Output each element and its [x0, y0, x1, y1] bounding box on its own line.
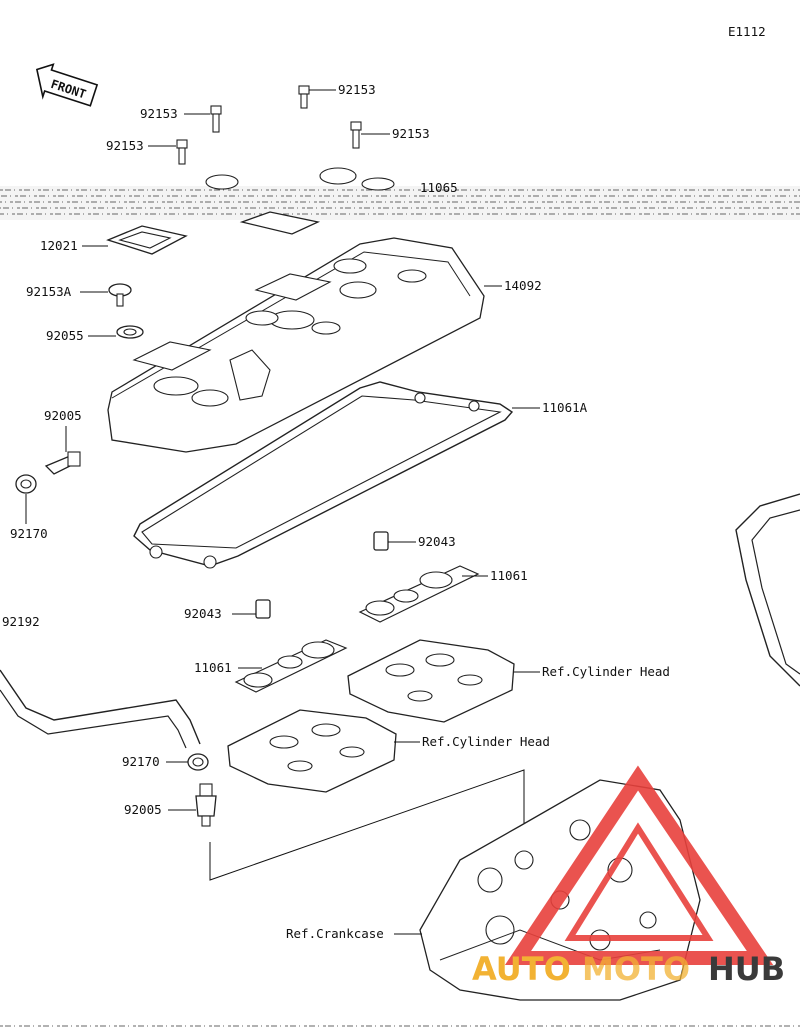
- fitting-92005-bottom-icon: [195, 783, 217, 827]
- cylinder-head-left: [227, 709, 397, 793]
- front-arrow-icon: FRONT: [35, 63, 99, 107]
- label-92170-bottom: 92170: [122, 754, 160, 769]
- label-12021: 12021: [40, 238, 78, 253]
- assembly-bracket-line: [209, 769, 525, 881]
- label-92153-a: 92153: [140, 106, 178, 121]
- watermark-logo: [504, 765, 774, 965]
- clamp-92170-top-icon: [15, 474, 37, 494]
- hose-right-edge: [735, 493, 800, 687]
- watermark-part2: MOTO: [582, 950, 690, 988]
- label-92043-right: 92043: [418, 534, 456, 549]
- label-11061a: 11061A: [542, 400, 588, 415]
- label-92153a: 92153A: [26, 284, 72, 299]
- bolt-92153a-icon: [108, 283, 132, 307]
- label-92192: 92192: [2, 614, 40, 629]
- label-92153-d: 92153: [392, 126, 430, 141]
- watermark-text: AUTO MOTO HUB: [472, 950, 785, 988]
- label-11061-right: 11061: [490, 568, 528, 583]
- label-ref-crankcase: Ref.Crankcase: [286, 926, 384, 941]
- label-14092: 14092: [504, 278, 542, 293]
- scan-noise-band: [0, 186, 800, 220]
- label-11065: 11065: [420, 180, 458, 195]
- label-92043-left: 92043: [184, 606, 222, 621]
- label-92005-top: 92005: [44, 408, 82, 423]
- watermark-part3: HUB: [708, 950, 785, 988]
- label-92153-c: 92153: [338, 82, 376, 97]
- label-92055: 92055: [46, 328, 84, 343]
- label-92153-b: 92153: [106, 138, 144, 153]
- label-92170-top: 92170: [10, 526, 48, 541]
- washer-92055-icon: [116, 325, 144, 339]
- plate-12021-icon: [106, 211, 321, 255]
- label-ref-cylinder-head-right: Ref.Cylinder Head: [542, 664, 670, 679]
- label-92005-bottom: 92005: [124, 802, 162, 817]
- hose-92192: [0, 669, 201, 749]
- sleeve-icon: [205, 167, 395, 191]
- clamp-92170-bottom-icon: [187, 753, 209, 771]
- label-ref-cylinder-head-left: Ref.Cylinder Head: [422, 734, 550, 749]
- watermark-part1: AUTO: [472, 950, 571, 988]
- seal-11061-right: [358, 565, 480, 623]
- head-cover-14092: [107, 237, 485, 453]
- gasket-11061a: [133, 381, 514, 569]
- fitting-92005-top-icon: [44, 451, 81, 475]
- dowel-92043-left-icon: [255, 599, 271, 619]
- seal-11061-left: [234, 639, 348, 693]
- dowel-92043-right-icon: [373, 531, 389, 551]
- diagram-code: E1112: [728, 24, 766, 39]
- cylinder-head-right: [347, 639, 515, 723]
- bolt-92153-icon: [176, 85, 362, 165]
- label-11061-left: 11061: [194, 660, 232, 675]
